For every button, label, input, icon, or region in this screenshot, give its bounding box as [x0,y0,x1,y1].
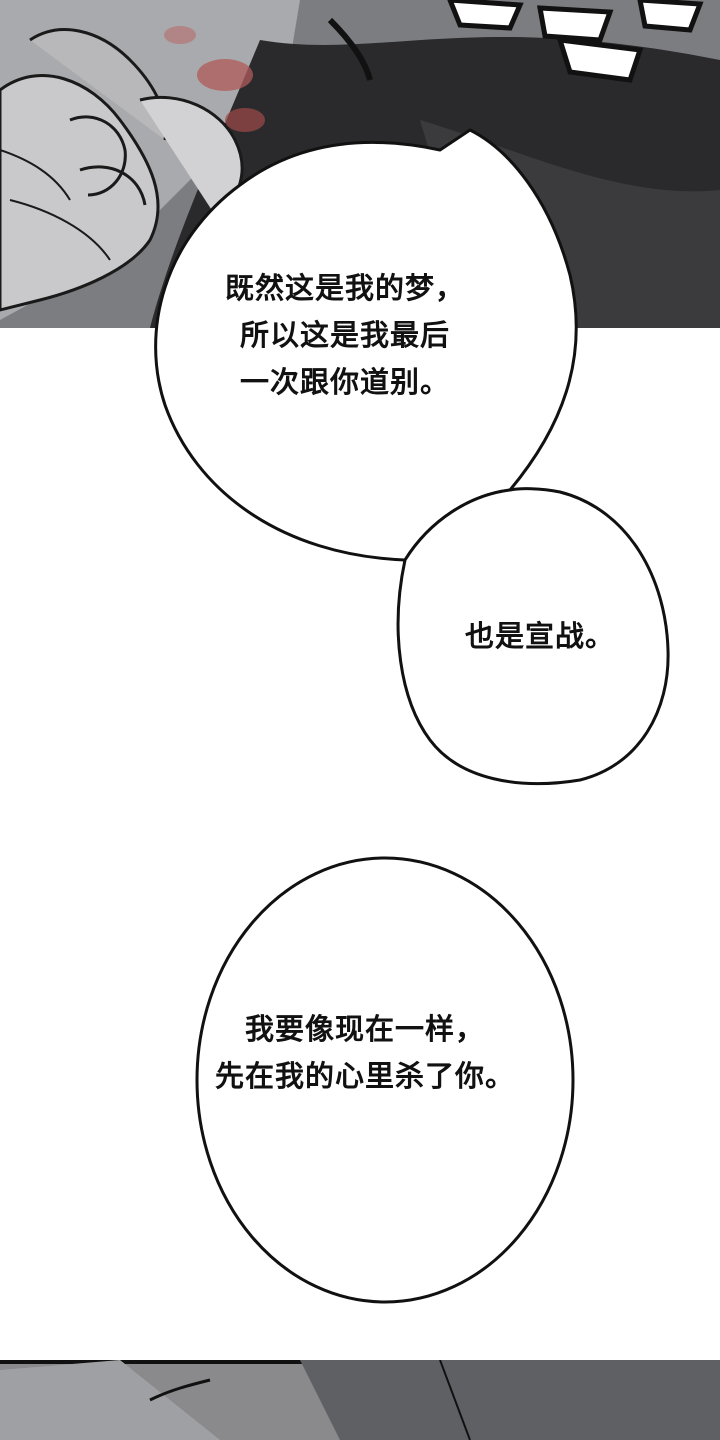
bubble-3-line-1: 我要像现在一样， [244,1012,485,1046]
bubble-1-line-1: 既然这是我的梦， [224,271,465,305]
sfx-tight-grip-icon [447,0,704,83]
bubble-2-line-1: 也是宣战。 [464,619,615,653]
bubble-1-line-2: 所以这是我最后 [239,318,450,352]
bubble-1-text: 既然这是我的梦， 所以这是我最后 一次跟你道别。 [170,265,520,406]
speech-bubble-2 [396,487,670,786]
bubble-3-text: 我要像现在一样， 先在我的心里杀了你。 [195,1006,535,1100]
speech-bubble-3 [195,856,575,1304]
bubble-1-line-3: 一次跟你道别。 [239,365,450,399]
bubble-3-line-2: 先在我的心里杀了你。 [214,1059,515,1093]
speech-bubble-1 [154,128,578,562]
bubble-2-text: 也是宣战。 [420,613,660,660]
bottom-scene-illustration [0,1360,720,1440]
bottom-illustration-panel [0,1360,720,1440]
